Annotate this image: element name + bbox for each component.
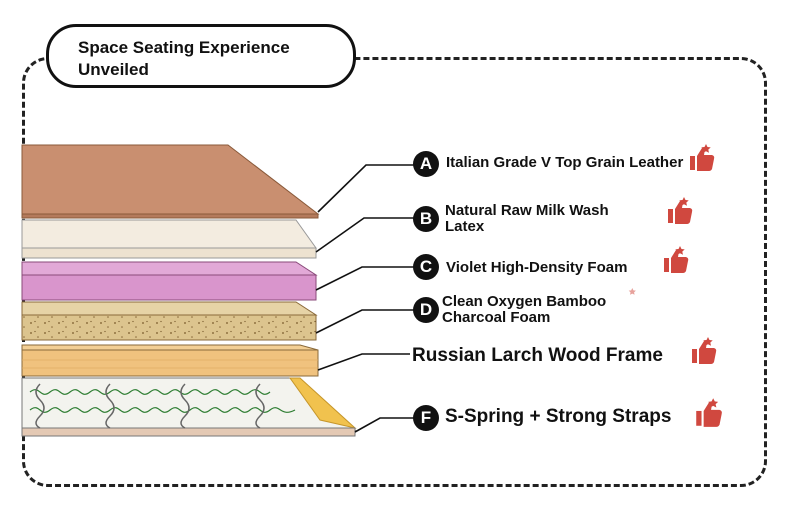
label-c: Violet High-Density Foam (446, 259, 628, 276)
leader-line-d (315, 309, 414, 334)
thumbs-up-icon (668, 197, 693, 224)
layer-d-charcoal-foam (21, 301, 318, 341)
title-line-2: Unveiled (78, 60, 149, 79)
thumbs-up-icon (664, 246, 689, 273)
badge-c: C (413, 254, 439, 280)
thumbs-up-icon (692, 337, 717, 364)
title-box (46, 24, 356, 88)
layer-f-springs (21, 377, 357, 437)
thumbs-up-icon (696, 398, 722, 427)
leader-lines (315, 164, 414, 433)
label-b-line-2: Latex (445, 218, 485, 235)
label-b-line-1: Natural Raw Milk Wash (445, 202, 609, 219)
badge-a: A (413, 151, 439, 177)
layer-e-wood-frame (21, 344, 319, 377)
label-d-line-1: Clean Oxygen Bamboo (442, 293, 607, 310)
badge-b: B (413, 206, 439, 232)
page-title: Space Seating Experience Unveiled (78, 37, 338, 81)
title-line-1: Space Seating Experience (78, 38, 290, 57)
layer-c-violet-foam (21, 261, 318, 301)
label-d: Clean Oxygen Bamboo Charcoal Foam (442, 294, 606, 326)
thumbs-up-icon (690, 144, 715, 171)
leader-line-a (317, 164, 414, 213)
leader-line-e (317, 353, 410, 371)
leader-line-c (315, 266, 414, 291)
label-e: Russian Larch Wood Frame (412, 345, 663, 366)
leader-line-f (354, 417, 414, 433)
label-a: Italian Grade V Top Grain Leather (446, 154, 684, 171)
layer-a-leather (21, 144, 320, 219)
label-f: S-Spring + Strong Straps (445, 406, 672, 427)
leader-line-b (315, 217, 414, 253)
label-d-line-2: Charcoal Foam (442, 309, 551, 326)
star-icon (628, 288, 636, 295)
badge-f: F (413, 405, 439, 431)
badge-d: D (413, 297, 439, 323)
label-b: Natural Raw Milk Wash Latex (445, 203, 609, 235)
layer-b-latex (21, 219, 317, 259)
